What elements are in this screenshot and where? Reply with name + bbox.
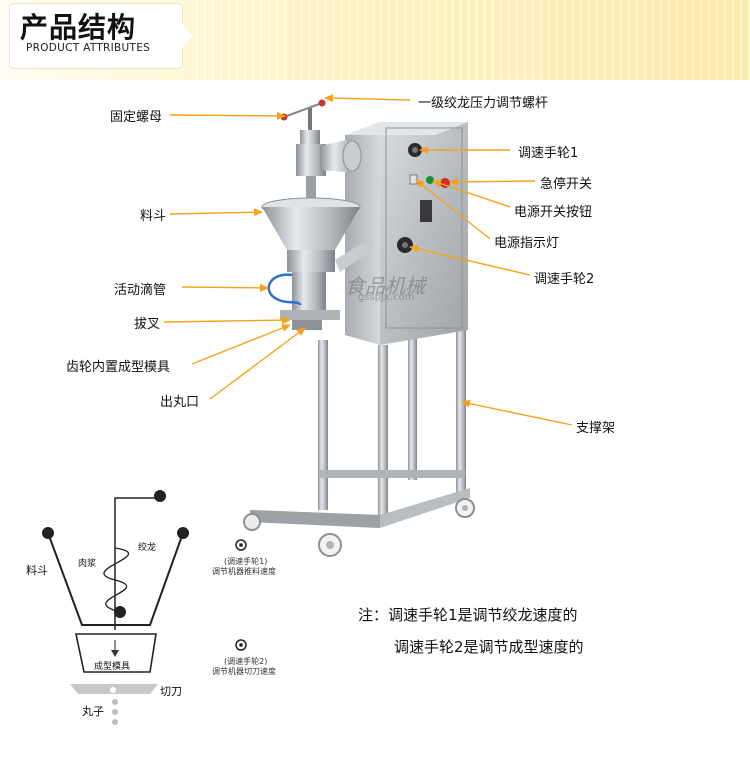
diagram-mold-label: 成型模具 [94, 662, 131, 672]
label-support-frame: 支撑架 [576, 421, 616, 436]
label-power-button: 电源开关按钮 [514, 205, 593, 220]
control-box [345, 122, 468, 345]
wheel1-icon [235, 539, 247, 551]
label-speed-wheel-2: 调速手轮2 [534, 272, 595, 287]
label-fixed-nut: 固定螺母 [110, 110, 163, 125]
label-emergency-stop: 急停开关 [540, 177, 593, 192]
note-line-1: 注：调速手轮1是调节绞龙速度的 [358, 606, 578, 624]
label-movable-drip-tube: 活动滴管 [114, 283, 167, 298]
wheel2-title: (调速手轮2) [224, 657, 268, 666]
wheel1-desc: 调节机器推料速度 [212, 567, 276, 576]
page-title: 产品结构 [20, 11, 137, 44]
diagram-auger-label: 绞龙 [138, 543, 157, 553]
diagram-balls-label: 丸子 [82, 705, 104, 718]
hopper-illustration [261, 197, 375, 330]
watermark-url: gsspjx.com [358, 292, 415, 303]
principle-diagram [42, 490, 189, 725]
wheel2-desc: 调节机器切刀速度 [212, 667, 276, 676]
label-speed-wheel-1: 调速手轮1 [518, 146, 579, 161]
label-fork: 拔叉 [134, 317, 161, 332]
diagram-hopper-label: 料斗 [26, 564, 48, 577]
diagram-meat-label: 肉浆 [78, 559, 97, 569]
label-gear-mold: 齿轮内置成型模具 [66, 360, 171, 375]
leader-lines [163, 94, 573, 426]
screw-assembly [280, 99, 362, 202]
label-hopper: 料斗 [140, 209, 167, 224]
label-ball-outlet: 出丸口 [160, 395, 200, 410]
wheel2-icon [235, 639, 247, 651]
note-line-2: 调速手轮2是调节成型速度的 [394, 638, 584, 656]
label-power-indicator: 电源指示灯 [494, 236, 560, 251]
title-box [10, 4, 182, 68]
wheel1-title: (调速手轮1) [224, 557, 268, 566]
header-banner: 产品结构 PRODUCT ATTRIBUTES [0, 0, 750, 80]
diagram-cutter-label: 切刀 [160, 685, 182, 698]
support-frame [243, 325, 475, 557]
watermark: 食品机械 [345, 274, 425, 298]
title-arrow-icon [180, 20, 192, 52]
page-subtitle: PRODUCT ATTRIBUTES [26, 42, 151, 54]
banner-stripes [190, 0, 750, 80]
label-screw-rod: 一级绞龙压力调节螺杆 [418, 96, 549, 111]
